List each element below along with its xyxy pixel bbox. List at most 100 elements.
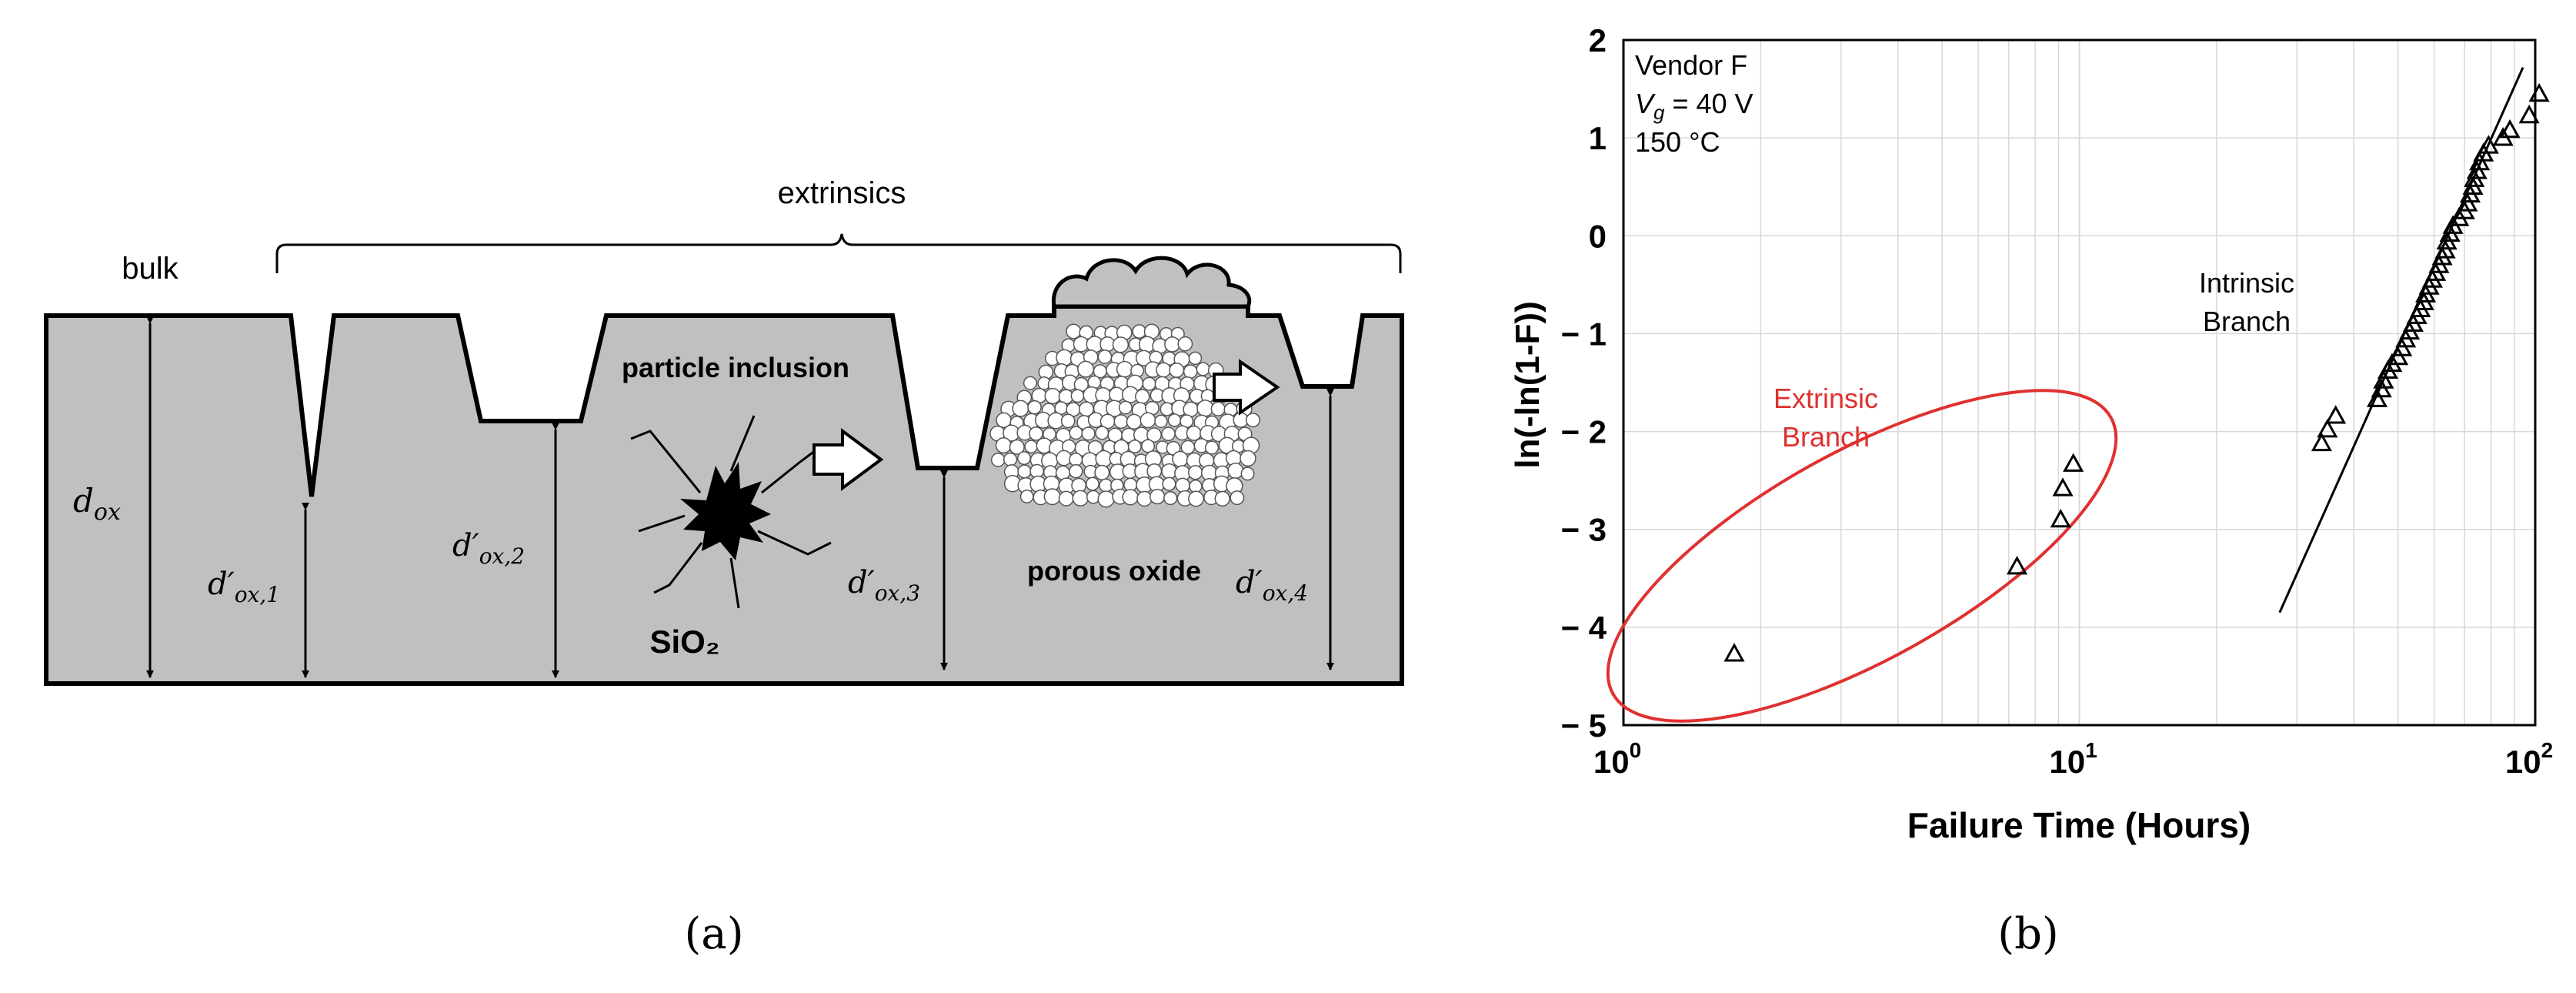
- porous-particle: [1149, 488, 1166, 505]
- annotation-temperature: 150 °C: [1635, 126, 1720, 158]
- porous-particle: [1085, 476, 1099, 491]
- porous-particle: [995, 437, 1012, 454]
- particle-inclusion-shape: [630, 415, 832, 609]
- porous-particle: [1069, 426, 1083, 440]
- porous-particle: [1060, 413, 1076, 429]
- annotation-voltage: Vg = 40 V: [1635, 88, 1753, 124]
- d-ox-3-label: d′ox,3: [848, 565, 920, 606]
- intrinsic-point: [2434, 239, 2456, 259]
- porous-particle: [1016, 451, 1031, 466]
- extrinsic-label-2: Branch: [1782, 421, 1870, 453]
- porous-particle: [1146, 427, 1162, 443]
- intrinsic-point: [2478, 135, 2499, 154]
- porous-particle: [1196, 362, 1210, 376]
- porous-particle: [1069, 463, 1083, 479]
- d-ox-2-label: d′ox,2: [452, 528, 525, 569]
- x-tick-label: 101: [2049, 738, 2097, 780]
- sio2-label: SiO₂: [649, 624, 719, 660]
- porous-particle: [1245, 413, 1260, 428]
- porous-particle: [1086, 490, 1100, 504]
- porous-particle: [1177, 336, 1193, 352]
- d-ox-4-label: d′ox,4: [1236, 565, 1308, 606]
- porous-particle: [1210, 401, 1226, 416]
- y-tick-label: − 4: [1560, 610, 1607, 646]
- extrinsic-point: [2006, 555, 2028, 575]
- plot-grid: [1623, 40, 2535, 725]
- porous-particle: [1109, 386, 1125, 403]
- porous-particle: [1167, 413, 1182, 427]
- porous-particle: [1126, 413, 1143, 430]
- intrinsic-point: [2373, 369, 2394, 389]
- plot-frame: [1622, 38, 2537, 727]
- intrinsic-point: [2457, 192, 2478, 212]
- porous-particle: [1017, 464, 1032, 479]
- porous-particle: [1172, 450, 1189, 468]
- porous-particle: [1066, 323, 1082, 339]
- porous-particle: [1183, 364, 1198, 379]
- y-axis-ticks: 210− 1− 2− 3− 4− 5: [1560, 22, 1607, 744]
- y-tick-label: − 5: [1560, 707, 1607, 744]
- porous-particle: [1094, 464, 1110, 480]
- caption-b: (b): [1997, 909, 2059, 959]
- porous-oxide-particles: [989, 323, 1260, 508]
- porous-particle: [1081, 426, 1096, 441]
- caption-a: (a): [684, 909, 743, 959]
- porous-particle: [1164, 336, 1180, 353]
- porous-particle: [1136, 490, 1153, 507]
- porous-particle: [1230, 490, 1245, 506]
- extrinsic-label-1: Extrinsic: [1774, 383, 1878, 414]
- porous-particle: [1113, 414, 1129, 430]
- porous-particle: [1140, 412, 1156, 429]
- extrinsic-point: [2063, 453, 2084, 472]
- porous-particle: [1019, 490, 1034, 503]
- porous-particle: [1023, 376, 1037, 390]
- extrinsics-label: extrinsics: [778, 176, 906, 210]
- intrinsic-point: [2469, 151, 2491, 171]
- extrinsic-ellipse: [1606, 389, 2118, 723]
- porous-particle: [1154, 414, 1168, 429]
- porous-particle: [1204, 440, 1220, 455]
- porous-particle: [1162, 476, 1176, 491]
- annotation-vendor: Vendor F: [1635, 49, 1747, 81]
- porous-particle: [1156, 362, 1172, 378]
- porous-particle: [1146, 463, 1163, 479]
- porous-particle: [1044, 387, 1061, 405]
- intrinsic-label-1: Intrinsic: [2199, 267, 2294, 299]
- porous-particle: [1009, 439, 1025, 455]
- x-tick-label: 100: [1593, 738, 1641, 780]
- porous-particle: [1175, 477, 1190, 493]
- porous-particle: [1186, 425, 1202, 441]
- porous-particle: [1240, 450, 1256, 467]
- intrinsic-point: [2371, 378, 2392, 398]
- porous-particle: [1097, 349, 1113, 364]
- y-tick-label: − 1: [1560, 316, 1607, 352]
- panel-a: extrinsics bulk particle inclusion porou…: [44, 176, 1404, 959]
- white-arrow-1: [813, 428, 884, 491]
- porous-particle: [1070, 389, 1085, 403]
- intrinsic-label-2: Branch: [2203, 306, 2291, 337]
- porous-particle: [1189, 480, 1203, 493]
- extrinsics-brace: [275, 233, 1402, 273]
- porous-particle: [1112, 336, 1130, 353]
- porous-particle: [1188, 490, 1205, 507]
- porous-particle: [1043, 488, 1061, 506]
- porous-particle: [990, 453, 1006, 467]
- y-tick-label: − 2: [1560, 414, 1607, 450]
- porous-particle: [1135, 389, 1150, 404]
- intrinsic-point: [2528, 82, 2550, 102]
- porous-oxide-label: porous oxide: [1027, 555, 1201, 587]
- extrinsic-point: [2050, 508, 2071, 528]
- porous-particle: [1161, 426, 1176, 442]
- porous-particle: [1116, 360, 1133, 378]
- porous-particle: [1214, 490, 1230, 507]
- porous-particle: [1188, 351, 1203, 366]
- porous-particle: [1122, 489, 1139, 506]
- porous-particle: [1240, 466, 1255, 481]
- porous-particle: [1127, 440, 1142, 453]
- y-tick-label: − 3: [1560, 512, 1607, 548]
- porous-particle: [1029, 426, 1043, 441]
- porous-surface-bumps: [1051, 256, 1252, 309]
- porous-particle: [1095, 426, 1109, 440]
